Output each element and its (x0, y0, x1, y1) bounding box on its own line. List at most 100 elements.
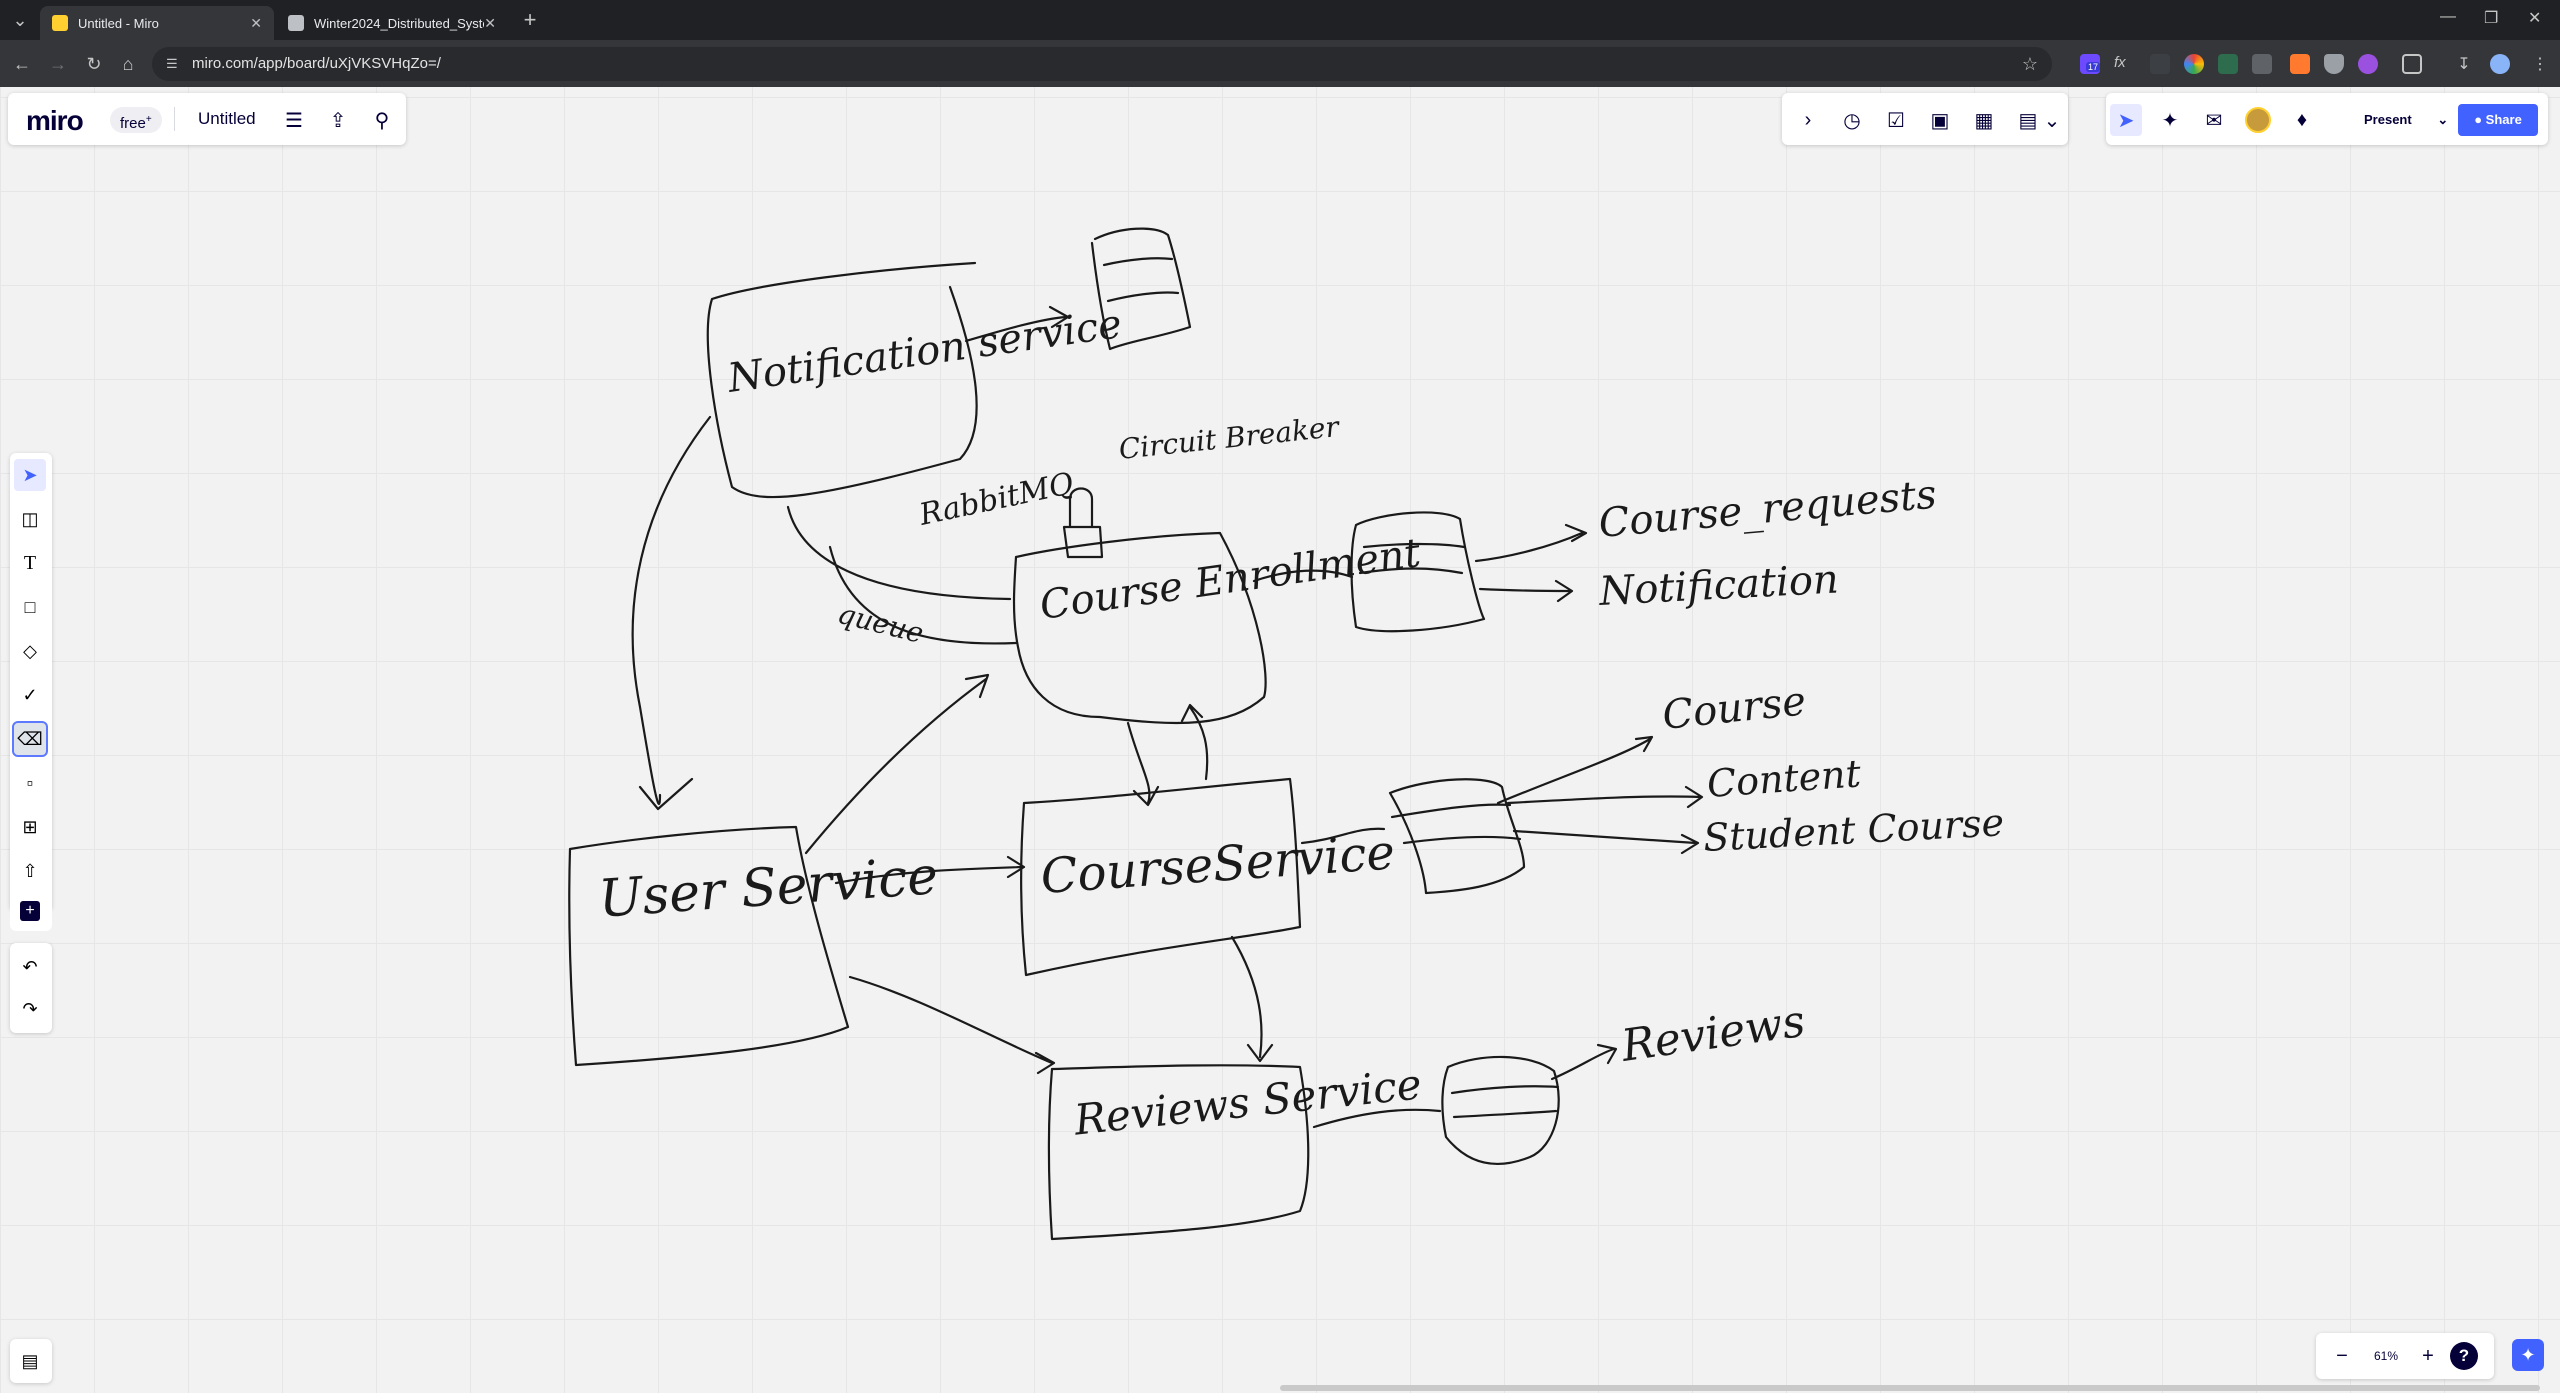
more-icon[interactable]: ⌄ (2043, 109, 2061, 132)
db1-table-course-requests: Course_requests (1597, 472, 1938, 547)
extension-icon[interactable] (2252, 54, 2272, 74)
profile-avatar[interactable] (2490, 54, 2510, 74)
templates-icon[interactable]: ◫ (21, 508, 39, 529)
cursor-follow-icon[interactable]: ➤ (2110, 104, 2142, 136)
tab-distributed-systems[interactable]: Winter2024_Distributed_Systems ✕ (276, 6, 508, 40)
text-icon[interactable]: T (23, 551, 37, 574)
undo-redo-panel: ↶ ↷ (10, 943, 52, 1033)
document-favicon-icon (288, 15, 304, 31)
users-icon: ● (2474, 112, 2483, 127)
chevron-down-icon[interactable]: ⌄ (2437, 112, 2449, 127)
download-icon[interactable]: ↧ (2457, 56, 2471, 73)
zoom-level[interactable]: 61% (2373, 1349, 2399, 1363)
tab-search-icon[interactable]: ⌄ (12, 10, 28, 30)
undo-icon[interactable]: ↶ (22, 956, 38, 977)
plan-label: free (120, 115, 146, 132)
close-icon[interactable]: ✕ (250, 14, 262, 31)
board-header-panel: miro free+ Untitled ☰ ⇪ ⚲ (8, 93, 406, 145)
extension-icon[interactable] (2184, 54, 2204, 74)
user-service-label: User Service (597, 846, 940, 930)
celebrate-icon[interactable]: ✦ (2161, 109, 2179, 132)
browser-tab-strip: ⌄ Untitled - Miro ✕ Winter2024_Distribut… (0, 0, 2560, 40)
horizontal-scrollbar[interactable] (1280, 1385, 2540, 1391)
comment-icon[interactable]: ✉ (2205, 109, 2223, 132)
plan-badge[interactable]: free+ (110, 107, 162, 133)
voting-icon[interactable]: ☑ (1887, 109, 1905, 132)
extension-icon[interactable]: 17 (2080, 54, 2101, 74)
pen-icon[interactable]: ✓ (22, 684, 38, 705)
zoom-in-icon[interactable]: + (2422, 1344, 2434, 1367)
bookmark-star-icon[interactable]: ☆ (2021, 54, 2038, 74)
bell-icon[interactable]: ♦ (2296, 108, 2308, 131)
search-icon[interactable]: ⚲ (374, 109, 390, 132)
present-button[interactable]: Present ⌄ (2350, 104, 2462, 136)
circuit-breaker-label: Circuit Breaker (1117, 410, 1342, 466)
redo-icon[interactable]: ↷ (22, 998, 38, 1019)
zoom-panel: − 61% + ? (2316, 1333, 2494, 1379)
course-service-box[interactable] (1020, 777, 1302, 977)
home-icon[interactable]: ⌂ (122, 54, 134, 74)
restore-icon[interactable]: ❐ (2484, 10, 2499, 27)
site-info-icon[interactable]: ☰ (166, 56, 178, 71)
course-db-icon[interactable] (1388, 778, 1526, 895)
extension-icon[interactable] (2358, 54, 2378, 74)
hamburger-menu-icon[interactable]: ☰ (285, 109, 303, 132)
notification-db-icon[interactable] (1090, 227, 1192, 351)
db2-table-student-course: Student Course (1702, 800, 2005, 860)
calculator-icon[interactable]: ▦ (1974, 109, 1994, 132)
chevron-right-icon[interactable]: › (1804, 108, 1812, 131)
reviews-service-label: Reviews Service (1071, 1059, 1424, 1144)
left-toolbar: ➤ ◫ T □ ◇ ✓ ⌫ ▫ ⊞ ⇧ (10, 453, 52, 911)
board-title[interactable]: Untitled (198, 109, 256, 128)
shapes-icon[interactable]: ◇ (23, 640, 37, 661)
extension-icon[interactable] (2218, 54, 2238, 74)
minimize-icon[interactable]: — (2440, 8, 2456, 25)
reviews-db-icon[interactable] (1441, 1055, 1560, 1165)
board-tools-panel: › ◷ ☑ ▣ ▦ ▤ ⌄ (1782, 93, 2068, 145)
board-canvas[interactable]: Notification service RabbitMQ Circuit Br… (0, 87, 2560, 1393)
miro-logo[interactable]: miro (26, 105, 84, 136)
focus-icon[interactable]: ▣ (1930, 109, 1950, 132)
reload-icon[interactable]: ↻ (86, 54, 102, 74)
add-more-icon[interactable]: + (14, 895, 46, 927)
frames-list-icon[interactable]: ▤ (21, 1350, 39, 1371)
new-tab-icon[interactable]: + (523, 7, 537, 32)
course-enrollment-box[interactable] (1012, 531, 1267, 725)
timer-icon[interactable]: ◷ (1843, 109, 1861, 132)
extension-icon[interactable] (2324, 54, 2344, 74)
add-more-panel: + (10, 893, 52, 931)
db2-table-course: Course (1660, 678, 1808, 739)
reviews-service-box[interactable] (1047, 1064, 1310, 1241)
menu-icon[interactable]: ⋮ (2532, 56, 2548, 73)
tab-miro[interactable]: Untitled - Miro ✕ (40, 6, 274, 40)
export-icon[interactable]: ⇪ (329, 109, 347, 132)
formula-extension-icon[interactable]: fx (2114, 54, 2126, 71)
forward-icon[interactable]: → (49, 54, 67, 74)
queue-label: queue (834, 597, 927, 650)
extension-icon[interactable] (2290, 54, 2310, 74)
eraser-icon[interactable]: ⌫ (12, 721, 48, 757)
avatar[interactable] (2242, 104, 2274, 136)
miro-favicon-icon (52, 15, 68, 31)
frame-icon[interactable]: ⊞ (22, 816, 38, 837)
close-icon[interactable]: ✕ (484, 14, 496, 31)
ai-assist-button[interactable]: ✦ (2512, 1339, 2544, 1371)
select-icon[interactable]: ➤ (14, 459, 46, 491)
enrollment-db-icon[interactable] (1350, 511, 1486, 633)
upload-icon[interactable]: ⇧ (22, 860, 38, 881)
zoom-out-icon[interactable]: − (2336, 1344, 2348, 1367)
collaboration-panel: ➤ ✦ ✉ ♦ Present ⌄ ● Share (2106, 93, 2548, 145)
close-window-icon[interactable]: ✕ (2528, 10, 2542, 27)
share-button[interactable]: ● Share (2458, 104, 2538, 136)
sticky-note-icon[interactable]: □ (24, 596, 36, 617)
back-icon[interactable]: ← (13, 54, 31, 74)
frames-panel: ▤ (10, 1339, 52, 1383)
user-service-box[interactable] (568, 825, 850, 1067)
comment-icon[interactable]: ▫ (26, 772, 34, 793)
address-bar[interactable]: ☰ miro.com/app/board/uXjVKSVHqZo=/ ☆ (152, 47, 2052, 81)
notification-service-box[interactable] (706, 261, 978, 499)
extension-icon[interactable] (2150, 54, 2170, 74)
notes-icon[interactable]: ▤ (2018, 109, 2038, 132)
extensions-puzzle-icon[interactable] (2402, 54, 2422, 74)
help-button[interactable]: ? (2450, 1342, 2478, 1370)
